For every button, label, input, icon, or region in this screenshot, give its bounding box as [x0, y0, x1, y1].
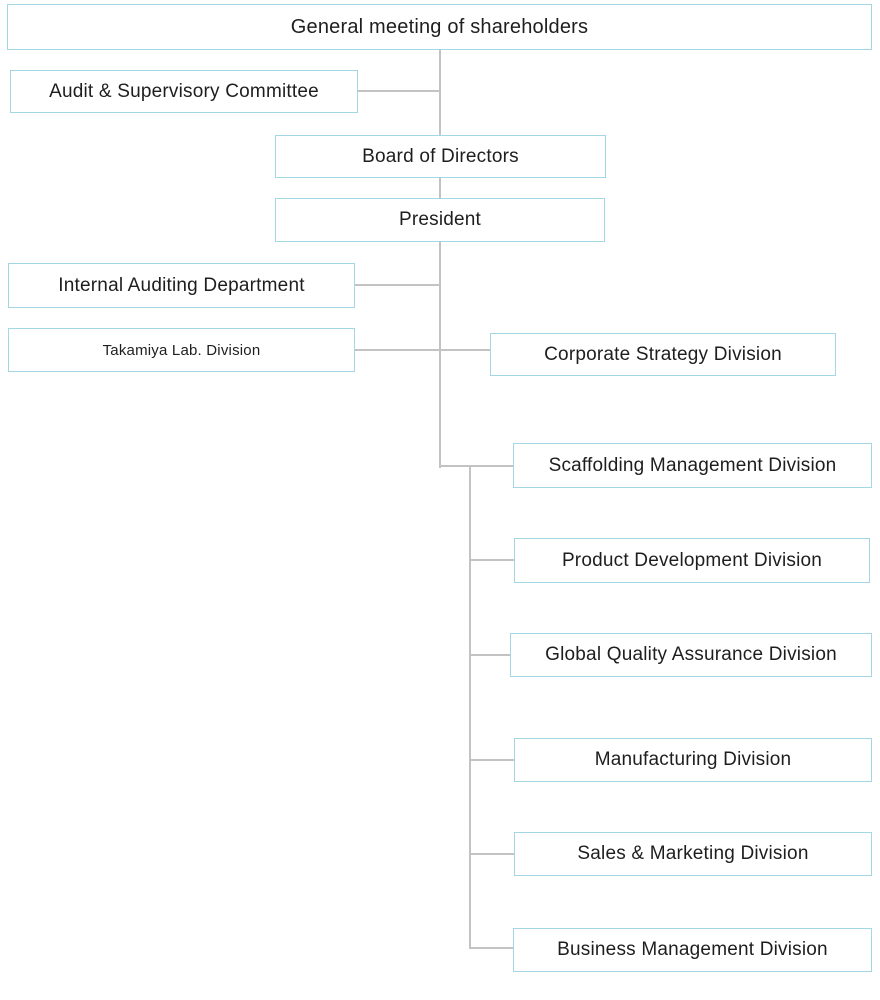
node-board-of-directors: Board of Directors	[275, 135, 606, 178]
connector-product-development	[469, 559, 514, 561]
connector-scaffolding	[439, 465, 513, 467]
node-corporate-strategy-division: Corporate Strategy Division	[490, 333, 836, 376]
connector-global-quality-assurance	[469, 654, 510, 656]
node-takamiya-lab-division: Takamiya Lab. Division	[8, 328, 355, 372]
node-business-management-division: Business Management Division	[513, 928, 872, 972]
node-product-development-division: Product Development Division	[514, 538, 870, 583]
node-general-meeting-of-shareholders: General meeting of shareholders	[7, 4, 872, 50]
node-manufacturing-division: Manufacturing Division	[514, 738, 872, 782]
connector-president-trunk	[439, 242, 441, 468]
connector-manufacturing	[469, 759, 514, 761]
node-internal-auditing-department: Internal Auditing Department	[8, 263, 355, 308]
node-scaffolding-management-division: Scaffolding Management Division	[513, 443, 872, 488]
node-president: President	[275, 198, 605, 242]
node-sales-marketing-division: Sales & Marketing Division	[514, 832, 872, 876]
connector-shareholders-to-board	[439, 50, 441, 135]
node-global-quality-assurance-division: Global Quality Assurance Division	[510, 633, 872, 677]
connector-internal-auditing	[355, 284, 440, 286]
connector-division-spine	[469, 465, 471, 949]
connector-audit-committee	[358, 90, 440, 92]
connector-sales-marketing	[469, 853, 514, 855]
connector-takamiya-corporate	[355, 349, 490, 351]
connector-business-management	[469, 947, 513, 949]
node-audit-supervisory-committee: Audit & Supervisory Committee	[10, 70, 358, 113]
connector-board-to-president	[439, 178, 441, 198]
